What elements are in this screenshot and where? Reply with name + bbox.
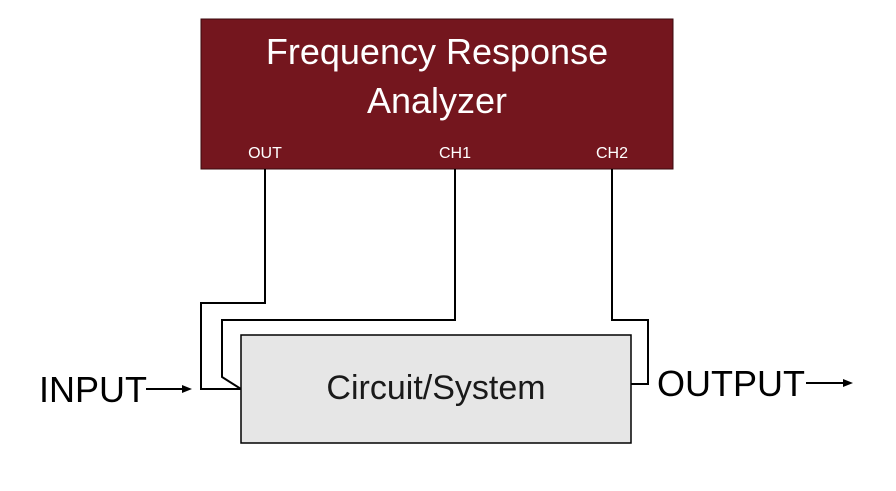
input-label: INPUT: [39, 369, 147, 410]
port-label-ch1: CH1: [439, 145, 471, 162]
input-group: INPUT: [39, 369, 192, 410]
analyzer-title-line1: Frequency Response: [266, 31, 608, 72]
wire-ch2-to-output: [611, 169, 649, 385]
analyzer-title-line2: Analyzer: [367, 80, 507, 121]
input-arrow-head: [182, 385, 192, 393]
system-box: [240, 334, 632, 444]
output-arrow-head: [843, 379, 853, 387]
analyzer-block: Frequency Response Analyzer OUT CH1 CH2: [200, 18, 674, 170]
wire-ch1-to-input: [221, 169, 456, 390]
system-label: Circuit/System: [326, 369, 545, 407]
output-group: OUTPUT: [657, 363, 853, 404]
system-block: Circuit/System: [240, 334, 632, 444]
port-label-out: OUT: [248, 145, 282, 162]
output-label: OUTPUT: [657, 363, 805, 404]
port-label-ch2: CH2: [596, 145, 628, 162]
wire-out-to-input: [200, 169, 266, 390]
analyzer-box: [200, 18, 674, 170]
wires: [200, 169, 649, 390]
